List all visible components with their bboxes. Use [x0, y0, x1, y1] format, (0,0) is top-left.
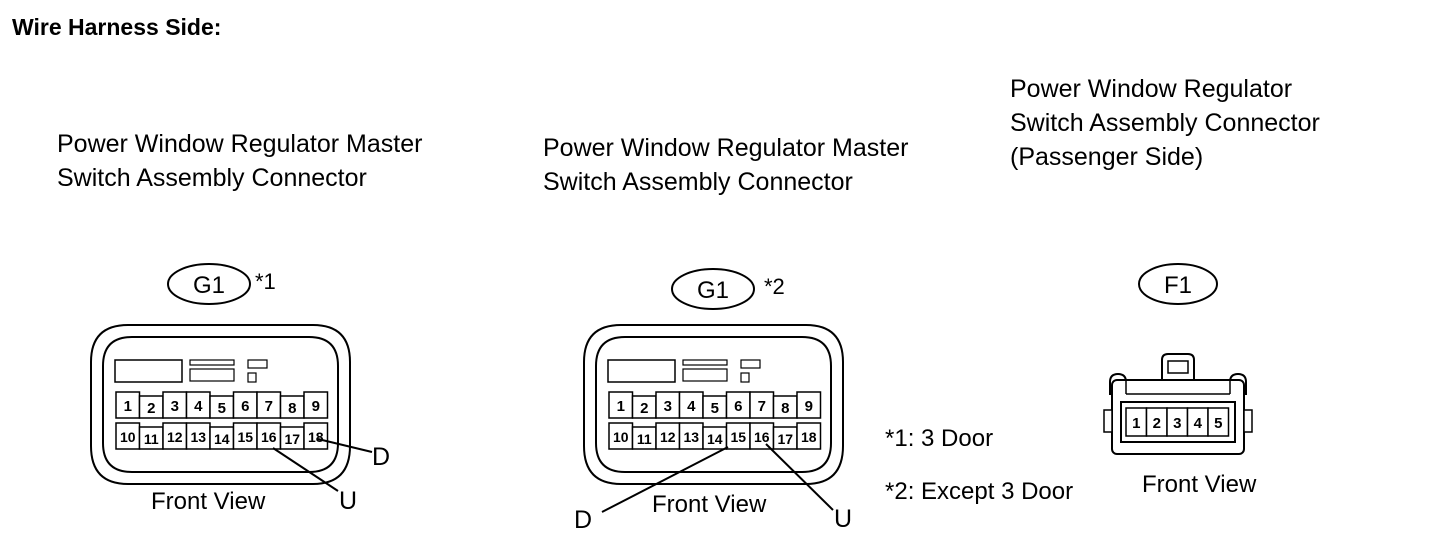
connector-a-guide-slot — [189, 359, 235, 366]
pin-number: 2 — [640, 400, 648, 417]
connector-b-footnote-ref: *2 — [764, 274, 785, 299]
pin-number: 3 — [664, 398, 672, 415]
connector-b-lead-d-line — [601, 446, 729, 513]
connector-c-latch-window — [1167, 360, 1189, 374]
pin-number: 8 — [288, 400, 296, 417]
pin-number: 13 — [190, 429, 206, 445]
pin-number: 9 — [805, 398, 813, 415]
connector-b-lead-u-line — [765, 443, 834, 511]
connector-c-title: Power Window Regulator Switch Assembly C… — [1010, 72, 1320, 174]
pin-number: 1 — [617, 398, 625, 415]
connector-a-title-line1: Power Window Regulator Master — [57, 130, 423, 158]
connector-c-title-line1: Power Window Regulator — [1010, 75, 1293, 103]
connector-c-code-oval — [1138, 263, 1218, 305]
pin-number: 4 — [194, 398, 203, 415]
connector-b-lead-d-label: D — [574, 506, 593, 534]
connector-c-view-label: Front View — [1142, 471, 1257, 498]
pin-number: 7 — [758, 398, 766, 415]
connector-a-code-oval — [167, 263, 251, 305]
footnote-1: *1: 3 Door — [885, 425, 994, 452]
connector-c-latch — [1161, 353, 1195, 380]
pin-number: 3 — [171, 398, 179, 415]
pin-number: 18 — [801, 429, 817, 445]
pin-number: 6 — [734, 398, 742, 415]
pin-number: 1 — [1132, 415, 1140, 432]
pin-cell — [796, 422, 822, 450]
connector-b-latch-slot — [740, 372, 750, 383]
pin-number: 16 — [754, 429, 770, 445]
pin-number: 14 — [707, 431, 723, 447]
connector-a-title: Power Window Regulator Master Switch Ass… — [57, 127, 422, 195]
connector-b-title-line1: Power Window Regulator Master — [543, 134, 909, 162]
pin-number: 17 — [284, 431, 300, 447]
pin-number: 18 — [308, 429, 324, 445]
connector-c-title-line2: Switch Assembly Connector — [1010, 109, 1320, 137]
connector-a-lead-d-label: D — [372, 443, 391, 471]
pin-number: 10 — [613, 429, 629, 445]
connector-a-lead-d-line — [317, 438, 373, 453]
pin-number: 1 — [124, 398, 132, 415]
footnote-2: *2: Except 3 Door — [885, 478, 1074, 505]
pin-number: 4 — [687, 398, 696, 415]
pin-number: 13 — [683, 429, 699, 445]
pin-number: 6 — [241, 398, 249, 415]
pin-number: 5 — [218, 400, 226, 417]
pin-number: 11 — [144, 431, 159, 447]
connector-a-key-slot — [114, 359, 183, 383]
pin-number: 15 — [730, 429, 746, 445]
connector-a-guide-slot — [189, 368, 235, 382]
connector-a-code: G1 — [193, 272, 225, 299]
connector-a-title-line2: Switch Assembly Connector — [57, 164, 367, 192]
pin-number: 14 — [214, 431, 230, 447]
connector-a-latch-slot — [247, 372, 257, 383]
connector-b-lead-u-label: U — [834, 505, 853, 533]
pin-number: 4 — [1194, 415, 1203, 432]
connector-a-view-label: Front View — [151, 488, 266, 515]
connector-b-view-label: Front View — [652, 491, 767, 518]
pin-number: 9 — [312, 398, 320, 415]
connector-c-code: F1 — [1164, 272, 1192, 299]
pin-number: 7 — [265, 398, 273, 415]
connector-c-left-tab — [1103, 409, 1113, 433]
connector-c-right-tab — [1243, 409, 1253, 433]
pin-number: 15 — [237, 429, 253, 445]
connector-b-key-slot — [607, 359, 676, 383]
pin-number: 2 — [1153, 415, 1161, 432]
connector-b-latch-slot — [740, 359, 761, 369]
connector-b-title-line2: Switch Assembly Connector — [543, 168, 853, 196]
connector-b-title: Power Window Regulator Master Switch Ass… — [543, 131, 908, 199]
pin-number: 5 — [1214, 415, 1222, 432]
connector-a-latch-slot — [247, 359, 268, 369]
connector-c-title-line3: (Passenger Side) — [1010, 143, 1204, 171]
pin-number: 5 — [711, 400, 719, 417]
connector-a-lead-u-label: U — [339, 487, 358, 515]
connector-a-footnote-ref: *1 — [255, 269, 276, 294]
pin-number: 12 — [167, 429, 183, 445]
pin-number: 8 — [781, 400, 789, 417]
connector-a-lead-u-line — [272, 447, 339, 492]
pin-number: 3 — [1173, 415, 1181, 432]
connector-b-guide-slot — [682, 359, 728, 366]
pin-number: 10 — [120, 429, 136, 445]
pin-number: 11 — [637, 431, 652, 447]
diagram-heading: Wire Harness Side: — [12, 14, 222, 40]
pin-cell — [303, 422, 329, 450]
pin-number: 2 — [147, 400, 155, 417]
pin-cell — [796, 391, 822, 419]
pin-cell — [1207, 407, 1230, 437]
connector-b-code-oval — [671, 268, 755, 310]
connector-b-guide-slot — [682, 368, 728, 382]
pin-number: 16 — [261, 429, 277, 445]
connector-b-code: G1 — [697, 277, 729, 304]
pin-number: 12 — [660, 429, 676, 445]
pin-number: 17 — [777, 431, 793, 447]
pin-cell — [303, 391, 329, 419]
